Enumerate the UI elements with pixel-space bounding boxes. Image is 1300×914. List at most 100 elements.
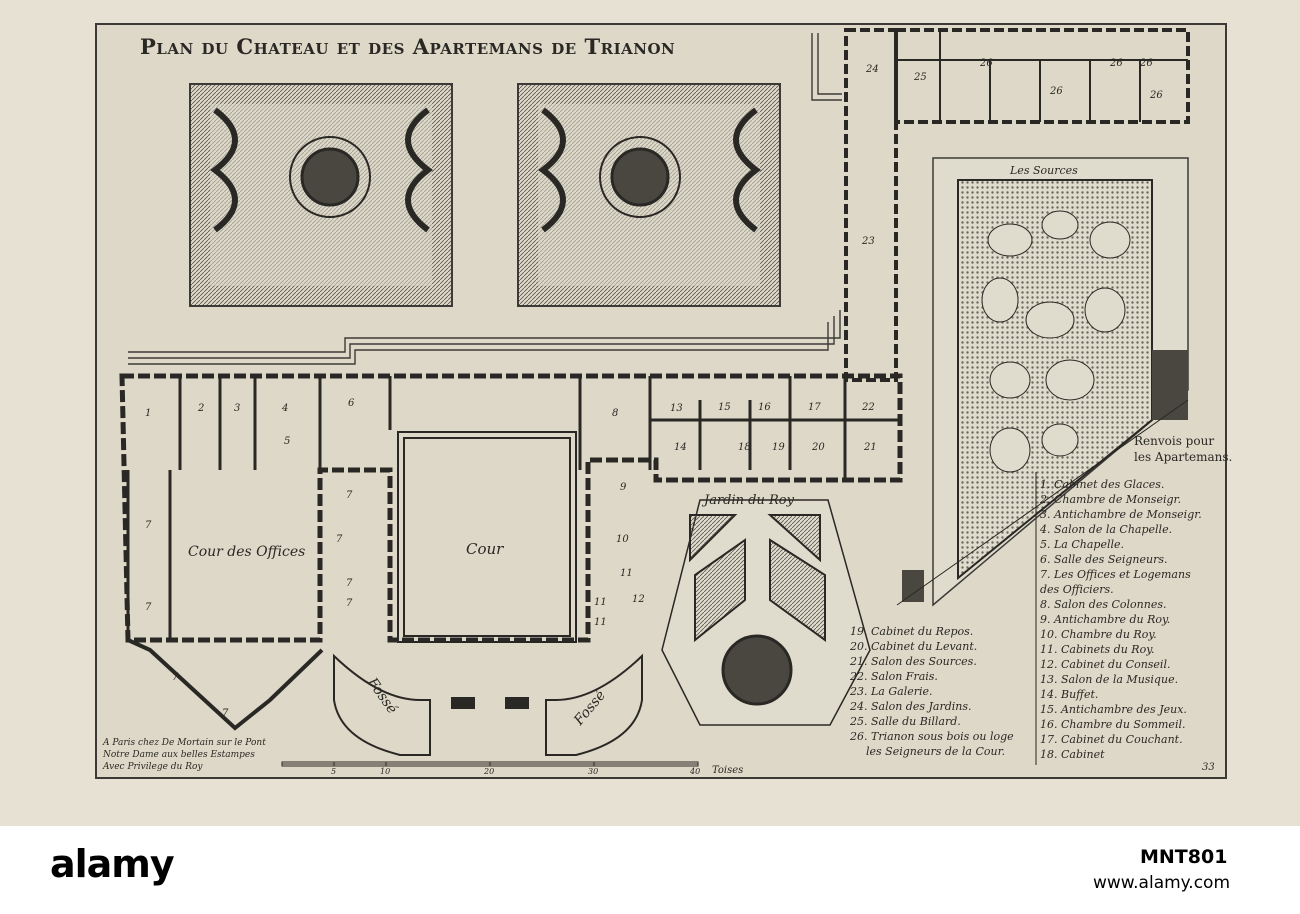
legend-entry: 3. Antichambre de Monseigr. [1040,508,1202,521]
room-number: 5 [284,436,291,447]
legend-entry: 17. Cabinet du Couchant. [1040,733,1183,746]
room-number: 18 [738,442,751,453]
legend-entry: 4. Salon de la Chapelle. [1040,523,1173,536]
room-number: 3 [234,403,241,414]
legend-heading-line: Renvois pour [1134,434,1215,448]
gallery-wing [844,28,1190,382]
plan-title: Plan du Chateau et des Apartemans de Tri… [140,34,676,59]
parterre-left [189,83,453,307]
room-number: 7 [145,602,152,613]
room-number: 7 [346,598,353,609]
scale-tick-label: 30 [588,767,599,776]
room-number: 26 [1050,86,1063,97]
legend-heading: Renvois pour les Apartemans. [1134,433,1232,465]
parterre-right [517,83,781,307]
legend-entry: 1. Cabinet des Glaces. [1040,478,1165,491]
brand-logo: alamy [50,842,175,886]
plan-drawing [119,28,1190,767]
legend-entry: 2. Chambre de Monseigr. [1040,493,1182,506]
room-number: 17 [808,402,821,413]
terrace-steps [128,33,842,365]
room-number: 23 [862,236,875,247]
legend-entry: 6. Salle des Seigneurs. [1040,553,1168,566]
legend-left-column: 19. Cabinet du Repos. 20. Cabinet du Lev… [850,624,1014,759]
scale-tick-label: 20 [484,767,495,776]
room-number: 14 [674,442,687,453]
legend-entry: 26. Trianon sous bois ou loge [850,730,1014,743]
cour-des-offices-walls [127,638,324,731]
legend-entry: 16. Chambre du Sommeil. [1040,718,1186,731]
room-number: 20 [812,442,825,453]
room-number: 26 [1110,58,1123,69]
room-number: 10 [616,534,629,545]
room-number: 8 [612,408,619,419]
room-number: 15 [718,402,731,413]
legend-entry: 18. Cabinet [1040,748,1105,761]
engraving-sheet: Plan du Chateau et des Apartemans de Tri… [95,23,1233,779]
legend-entry: 12. Cabinet du Conseil. [1040,658,1171,671]
legend-heading-line: les Apartemans. [1134,450,1233,464]
legend-entry: 9. Antichambre du Roy. [1040,613,1171,626]
legend-entry: 8. Salon des Colonnes. [1040,598,1167,611]
room-number: 24 [866,64,879,75]
legend-entry: 23. La Galerie. [850,685,933,698]
page-number: 33 [1202,762,1215,773]
image-id: MNT801 [1140,846,1228,868]
room-number: 7 [172,672,179,683]
jardin-du-roy [661,499,924,726]
legend-entry: 11. Cabinets du Roy. [1040,643,1155,656]
scale-tick-label: 10 [380,767,391,776]
room-number: 25 [914,72,927,83]
room-number: 19 [772,442,785,453]
legend-right-column: 1. Cabinet des Glaces. 2. Chambre de Mon… [1040,477,1202,762]
label-cour-des-offices: Cour des Offices [188,544,306,560]
room-number: 6 [348,398,355,409]
legend-entry: 22. Salon Frais. [850,670,938,683]
scale-tick-label: 5 [331,767,337,776]
chateau-main-body [119,373,903,643]
stock-footer [0,826,1300,914]
legend-entry: 7. Les Offices et Logemans [1040,568,1191,581]
legend-entry: 19. Cabinet du Repos. [850,625,974,638]
imprint-line: Notre Dame aux belles Estampes [103,750,255,760]
legend-entry: les Seigneurs de la Cour. [866,745,1006,758]
room-number: 26 [980,58,993,69]
label-cour: Cour [466,540,504,558]
legend-entry: 14. Buffet. [1040,688,1099,701]
room-number: 7 [346,578,353,589]
room-number: 4 [282,403,289,414]
legend-entry: 5. La Chapelle. [1040,538,1125,551]
room-number: 7 [346,490,353,501]
imprint-line: A Paris chez De Mortain sur le Pont [103,738,266,748]
scale-tick-label: 40 [690,767,701,776]
room-number: 22 [862,402,875,413]
legend-entry: 10. Chambre du Roy. [1040,628,1157,641]
legend-entry: 25. Salle du Billard. [850,715,961,728]
label-les-sources: Les Sources [1010,164,1078,177]
room-number: 7 [222,708,229,719]
room-number: 12 [632,594,645,605]
legend-entry: 20. Cabinet du Levant. [850,640,978,653]
room-number: 1 [145,408,152,419]
room-number: 16 [758,402,771,413]
room-number: 11 [620,568,633,579]
legend-entry: 21. Salon des Sources. [850,655,977,668]
scale-unit: Toises [712,765,744,776]
imprint: A Paris chez De Mortain sur le Pont Notr… [103,737,266,773]
legend-entry: 15. Antichambre des Jeux. [1040,703,1187,716]
room-number: 26 [1150,90,1163,101]
room-number: 7 [336,534,343,545]
room-number: 21 [864,442,877,453]
cour-and-fosse [333,431,643,756]
room-number: 13 [670,403,683,414]
scale-bar [281,761,699,767]
legend-entry: 24. Salon des Jardins. [850,700,972,713]
room-number: 11 [594,617,607,628]
room-number: 2 [198,403,205,414]
legend-entry: 13. Salon de la Musique. [1040,673,1179,686]
bosquet-les-sources [932,157,1189,607]
room-number: 11 [594,597,607,608]
site-url: www.alamy.com [1093,873,1231,893]
legend-entry: des Officiers. [1040,583,1114,596]
label-jardin-du-roy: Jardin du Roy [704,493,794,508]
